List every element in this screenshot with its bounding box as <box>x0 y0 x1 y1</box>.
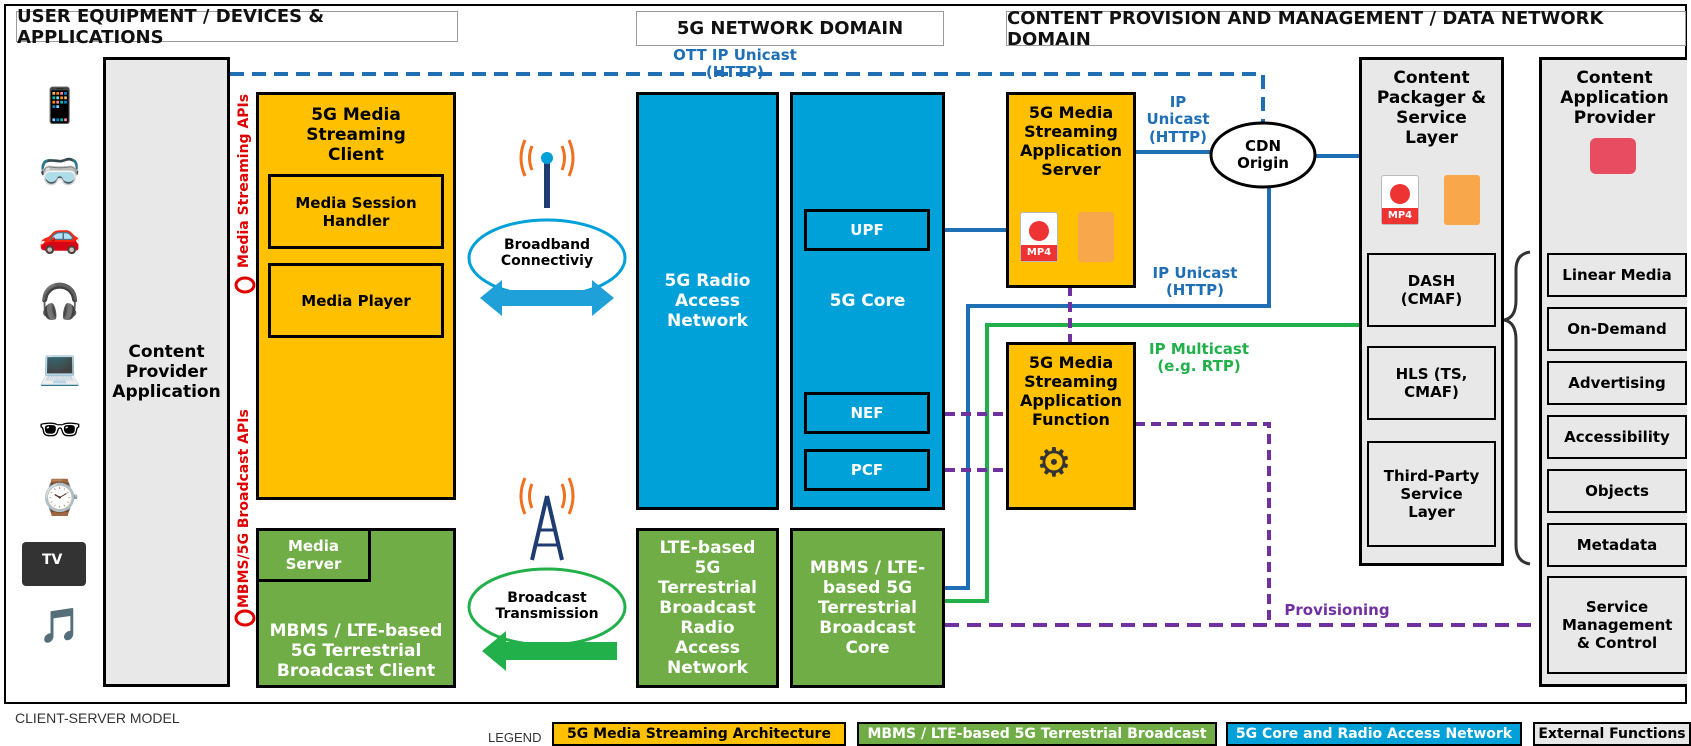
upf-label: UPF <box>850 221 884 239</box>
car-icon: 🚗 <box>38 216 82 256</box>
metadata-label: Metadata <box>1576 536 1658 554</box>
on-demand-label: On-Demand <box>1567 320 1667 338</box>
hls-box: HLS (TS, CMAF) <box>1367 346 1496 420</box>
media-session-handler: Media Session Handler <box>268 174 444 249</box>
service-linear-media: Linear Media <box>1547 253 1687 297</box>
music-phone-icon: 🎵 <box>38 606 82 646</box>
smartwatch-icon: ⌚ <box>38 478 82 518</box>
media-session-handler-label: Media Session Handler <box>295 193 417 230</box>
vr-headset-user-icon: 🥽 <box>38 152 82 192</box>
broadband-antenna-icon <box>519 139 575 208</box>
content-domain-header: CONTENT PROVISION AND MANAGEMENT / DATA … <box>1006 8 1686 50</box>
broadcast-arrow <box>482 631 617 671</box>
laptop-phone-icon: 💻 <box>38 348 82 388</box>
application-function: 5G Media Streaming Application Function <box>1006 342 1136 510</box>
packager-mp4-icon: MP4 <box>1381 175 1419 225</box>
dash-label: DASH (CMAF) <box>1400 272 1463 308</box>
dash-box: DASH (CMAF) <box>1367 253 1496 327</box>
content-provider-application: Content Provider Application <box>103 57 230 687</box>
ip-multicast-line <box>945 323 1359 603</box>
media-player-label: Media Player <box>301 291 411 310</box>
service-accessibility: Accessibility <box>1547 415 1687 459</box>
service-management-control: Service Management & Control <box>1547 576 1687 674</box>
mbms-core: MBMS / LTE-based 5G Terrestrial Broadcas… <box>790 528 945 688</box>
media-streaming-client-label: 5G Media Streaming Client <box>306 105 406 165</box>
broadcast-tower-icon <box>519 477 575 561</box>
mp4-file-icon: MP4 <box>1020 212 1058 262</box>
smart-glasses-icon: 🕶 <box>38 410 82 450</box>
broadband-arrow <box>480 280 614 316</box>
document-icon <box>1078 212 1114 262</box>
pcf-box: PCF <box>804 449 930 491</box>
mbms-client-label: MBMS / LTE-based 5G Terrestrial Broadcas… <box>269 621 443 681</box>
nef-box: NEF <box>804 392 930 434</box>
provisioning-label: Provisioning <box>1284 601 1390 619</box>
service-advertising: Advertising <box>1547 361 1687 405</box>
service-objects: Objects <box>1547 469 1687 513</box>
legend-title: LEGEND <box>488 730 542 745</box>
media-server-label: Media Server <box>285 537 342 573</box>
broadcast-apis-label: MBMS/5G Broadcast APIs <box>236 409 252 608</box>
mp4-label: MP4 <box>1021 245 1057 261</box>
broadcast-api-oval <box>234 609 256 627</box>
media-streaming-apis-label: Media Streaming APIs <box>236 93 252 268</box>
gear-icon: ⚙ <box>1036 440 1072 486</box>
earbuds-icon: 🎧 <box>38 282 82 322</box>
service-on-demand: On-Demand <box>1547 307 1687 351</box>
tv-icon: TV <box>22 542 86 586</box>
third-party-box: Third-Party Service Layer <box>1367 441 1496 547</box>
ott-unicast-label: OTT IP Unicast (HTTP) <box>673 46 797 82</box>
smartphone-icon: 📱 <box>38 86 82 126</box>
linear-media-label: Linear Media <box>1562 266 1672 284</box>
advertising-label: Advertising <box>1568 374 1666 392</box>
packager-document-icon <box>1444 175 1480 225</box>
ip-unicast-line <box>945 178 1271 590</box>
accessibility-label: Accessibility <box>1564 428 1670 446</box>
legend-mbms: MBMS / LTE-based 5G Terrestrial Broadcas… <box>857 722 1217 746</box>
services-brace <box>1503 250 1531 566</box>
hls-label: HLS (TS, CMAF) <box>1395 365 1468 401</box>
lte-broadcast-ran-label: LTE-based 5G Terrestrial Broadcast Radio… <box>658 538 757 678</box>
video-camera-icon <box>1590 138 1636 174</box>
objects-label: Objects <box>1585 482 1649 500</box>
upf-box: UPF <box>804 209 930 251</box>
radio-access-network: 5G Radio Access Network <box>636 92 779 510</box>
application-server-label: 5G Media Streaming Application Server <box>1019 103 1123 179</box>
pcf-label: PCF <box>850 461 884 479</box>
nef-label: NEF <box>850 404 884 422</box>
legend-external: External Functions <box>1533 722 1691 746</box>
radio-access-network-label: 5G Radio Access Network <box>664 271 751 331</box>
media-api-oval <box>234 276 256 294</box>
content-application-provider-label: Content Application Provider <box>1560 68 1669 128</box>
content-provider-application-label: Content Provider Application <box>112 342 221 402</box>
service-management-label: Service Management & Control <box>1562 598 1673 652</box>
model-caption: CLIENT-SERVER MODEL <box>15 710 180 726</box>
legend-core-ran: 5G Core and Radio Access Network <box>1226 722 1522 746</box>
packager-mp4-label: MP4 <box>1382 208 1418 224</box>
broadband-label: Broadband Connectiviy <box>500 237 594 270</box>
core-network: 5G Core <box>790 92 945 510</box>
core-network-label: 5G Core <box>829 291 906 311</box>
ip-unicast-top-label: IP Unicast (HTTP) <box>1146 93 1210 146</box>
service-metadata: Metadata <box>1547 523 1687 567</box>
network-domain-header: 5G NETWORK DOMAIN <box>636 11 944 46</box>
third-party-label: Third-Party Service Layer <box>1383 467 1480 521</box>
media-server: Media Server <box>256 528 371 582</box>
mbms-core-label: MBMS / LTE-based 5G Terrestrial Broadcas… <box>809 558 926 658</box>
media-player: Media Player <box>268 263 444 338</box>
legend-media-streaming: 5G Media Streaming Architecture <box>552 722 846 746</box>
ip-unicast-mid-label: IP Unicast (HTTP) <box>1152 264 1238 300</box>
application-function-label: 5G Media Streaming Application Function <box>1019 353 1123 429</box>
af-provisioning-line <box>1135 422 1271 625</box>
content-packager-label: Content Packager & Service Layer <box>1376 68 1487 148</box>
cdn-cloud <box>1209 121 1317 189</box>
broadcast-label: Broadcast Transmission <box>495 590 599 623</box>
tv-label: TV <box>42 552 63 568</box>
lte-broadcast-ran: LTE-based 5G Terrestrial Broadcast Radio… <box>636 528 779 688</box>
cdn-origin-label: CDN Origin <box>1237 137 1289 173</box>
ip-multicast-label: IP Multicast (e.g. RTP) <box>1149 340 1249 376</box>
